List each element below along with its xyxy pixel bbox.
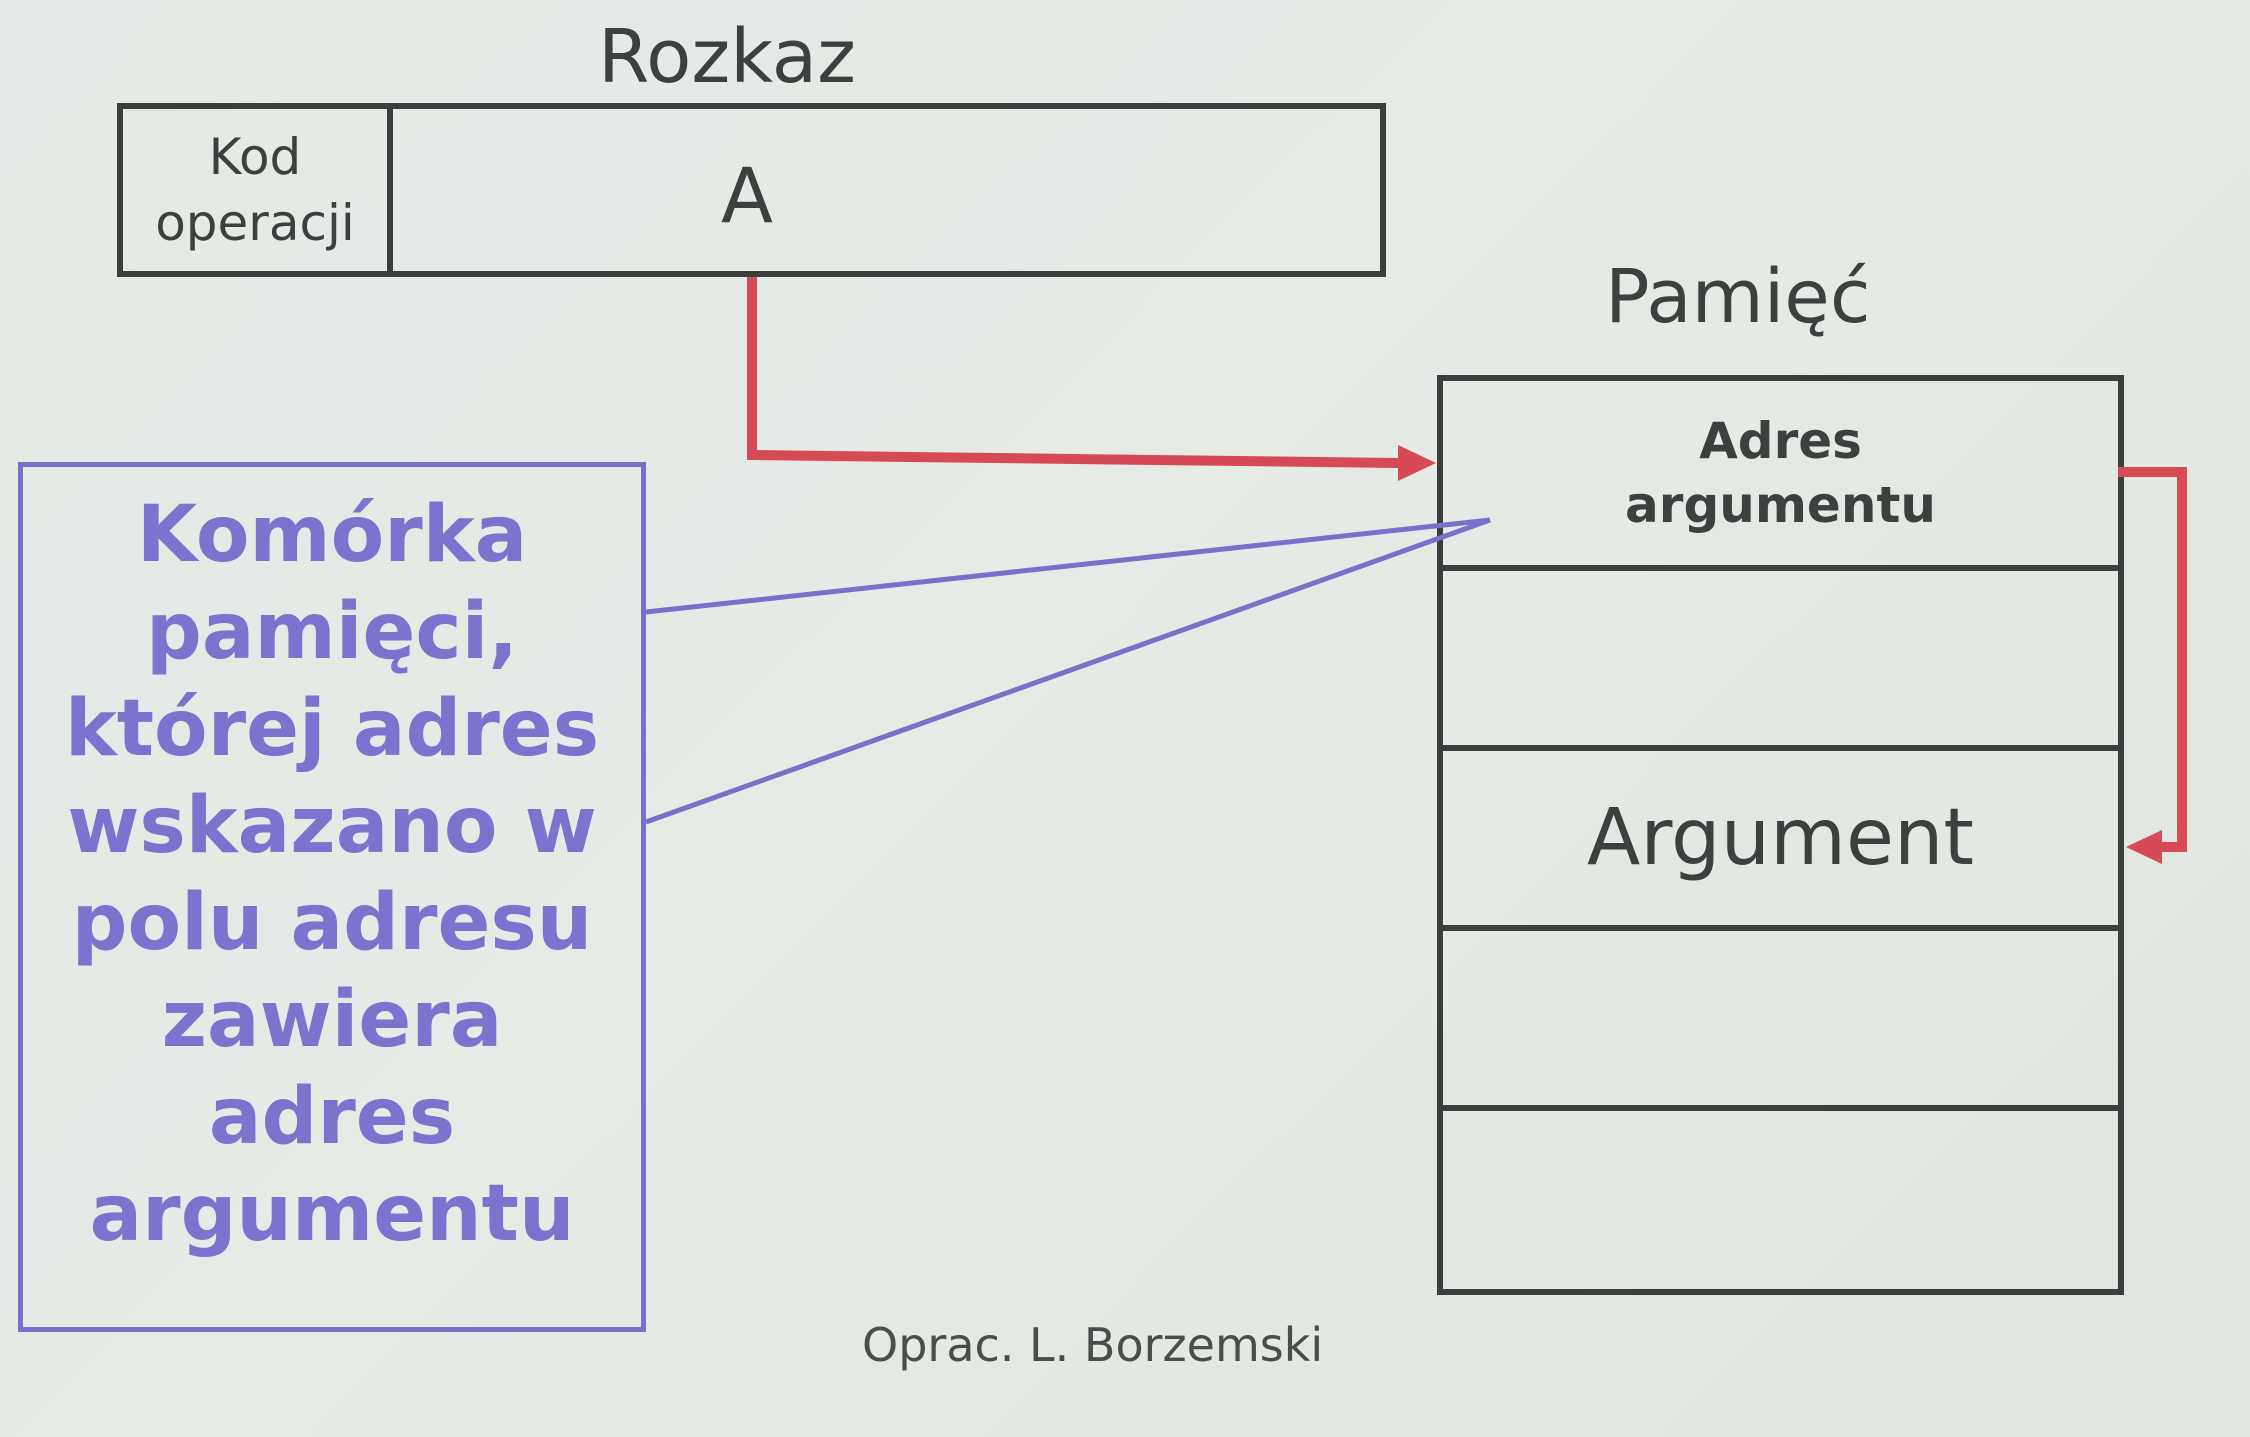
opcode-field: Kod operacji <box>123 109 393 271</box>
address-field-label: A <box>721 151 773 240</box>
callout-text: Komórka pamięci, której adres wskazano w… <box>64 490 600 1259</box>
memory-title: Pamięć <box>1605 254 1871 340</box>
indirect-arrow <box>2118 467 2187 852</box>
address-arrow <box>747 277 1401 468</box>
callout-box: Komórka pamięci, której adres wskazano w… <box>18 462 646 1332</box>
opcode-label: Kod operacji <box>155 128 355 252</box>
callout-pointer-lower <box>645 517 1491 825</box>
footer-credit: Oprac. L. Borzemski <box>862 1318 1324 1372</box>
instruction-title: Rozkaz <box>598 14 856 100</box>
indirect-arrow-head <box>2126 830 2162 864</box>
instruction-box: Kod operacji A <box>117 103 1386 277</box>
memory-cell-address-label: Adres argumentu <box>1625 412 1936 534</box>
memory-box: Adres argumentu Argument <box>1437 375 2124 1295</box>
memory-cell-empty <box>1443 931 2118 1111</box>
callout-pointer-upper <box>645 517 1491 615</box>
address-arrow-head <box>1398 445 1436 481</box>
memory-cell-argument: Argument <box>1443 751 2118 931</box>
memory-cell-empty <box>1443 571 2118 751</box>
memory-cell-argument-label: Argument <box>1587 793 1974 883</box>
memory-cell-address: Adres argumentu <box>1443 381 2118 571</box>
